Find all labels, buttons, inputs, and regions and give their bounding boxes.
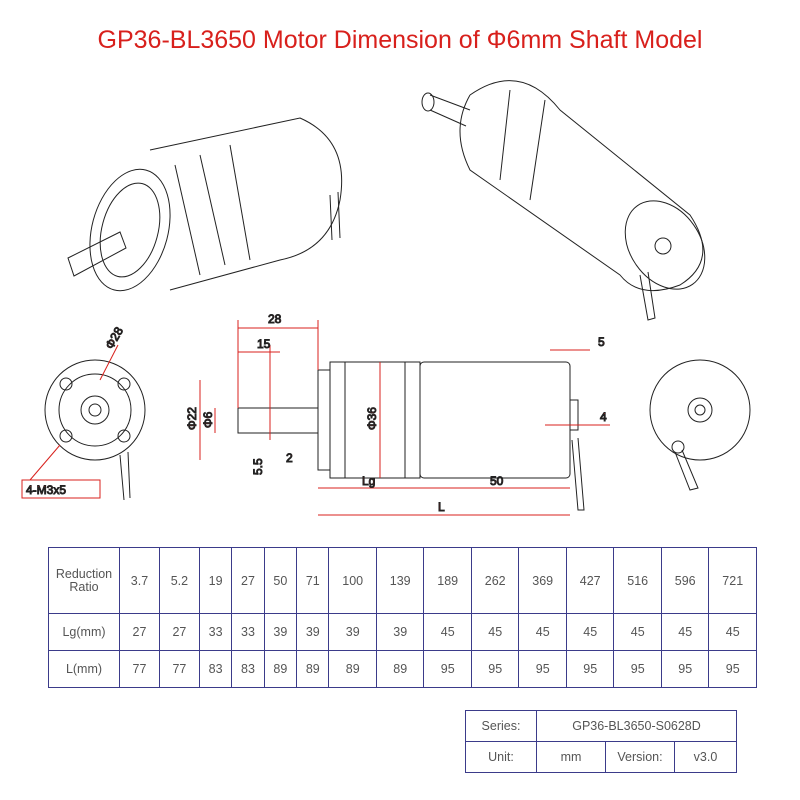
cell: 95 — [660, 650, 710, 688]
version-label: Version: — [605, 741, 675, 773]
dim-15: 15 — [257, 337, 271, 351]
unit-label: Unit: — [465, 741, 537, 773]
page-title: GP36-BL3650 Motor Dimension of Φ6mm Shaf… — [97, 26, 703, 54]
cell: 83 — [198, 650, 233, 688]
dim-5: 5 — [598, 335, 605, 349]
dim-22: Φ22 — [185, 407, 199, 430]
row-header-ratio: Reduction Ratio — [48, 546, 120, 615]
front-view — [21, 344, 146, 501]
cell: 45 — [660, 613, 710, 652]
rear-view — [649, 359, 751, 491]
cell: 721 — [708, 546, 757, 615]
dim-50: 50 — [490, 474, 504, 488]
cell: 95 — [708, 650, 757, 688]
cell: 139 — [375, 546, 425, 615]
cell: 39 — [328, 613, 377, 652]
cell: 45 — [708, 613, 757, 652]
cell: 95 — [423, 650, 472, 688]
cell: 39 — [375, 613, 425, 652]
dim-l: L — [438, 500, 445, 514]
cell: 427 — [565, 546, 615, 615]
cell: 369 — [518, 546, 567, 615]
version-value: v3.0 — [674, 741, 737, 773]
series-value: GP36-BL3650-S0628D — [536, 710, 737, 742]
cell: 596 — [660, 546, 710, 615]
row-header-l: L(mm) — [48, 650, 120, 688]
cell: 77 — [158, 650, 200, 688]
title-block: Series: GP36-BL3650-S0628D Unit: mm Vers… — [465, 710, 737, 773]
cell: 95 — [613, 650, 662, 688]
cell: 27 — [158, 613, 200, 652]
iso-view-front — [67, 117, 343, 292]
iso-view-rear — [421, 80, 706, 321]
cell: 19 — [198, 546, 233, 615]
cell: 39 — [296, 613, 330, 652]
cell: 45 — [565, 613, 615, 652]
dim-36: Φ36 — [365, 407, 379, 430]
dim-5-5: 5.5 — [251, 458, 265, 475]
dim-lg: Lg — [362, 474, 375, 488]
cell: 189 — [423, 546, 472, 615]
cell: 95 — [565, 650, 615, 688]
cell: 71 — [296, 546, 330, 615]
cell: 3.7 — [119, 546, 160, 615]
row-header-lg: Lg(mm) — [48, 613, 120, 652]
cell: 39 — [263, 613, 298, 652]
side-dimension-lines — [199, 320, 610, 516]
cell: 5.2 — [158, 546, 200, 615]
dim-6: Φ6 — [201, 411, 215, 428]
cell: 45 — [518, 613, 567, 652]
side-view — [237, 361, 585, 511]
cell: 83 — [231, 650, 265, 688]
cell: 33 — [198, 613, 233, 652]
dim-4: 4 — [600, 410, 607, 424]
unit-value: mm — [536, 741, 606, 773]
motor-drawing: Φ28 4-M3x5 28 15 Φ22 Φ6 Φ36 5.5 2 Lg 50 … — [21, 80, 751, 516]
cell: 89 — [328, 650, 377, 688]
dim-front-pcd: Φ28 — [102, 324, 126, 351]
dim-28: 28 — [268, 312, 282, 326]
cell: 50 — [263, 546, 298, 615]
cell: 27 — [231, 546, 265, 615]
cell: 516 — [613, 546, 662, 615]
cell: 27 — [119, 613, 160, 652]
cell: 89 — [296, 650, 330, 688]
cell: 89 — [375, 650, 425, 688]
cell: 95 — [470, 650, 520, 688]
cell: 45 — [423, 613, 472, 652]
cell: 95 — [518, 650, 567, 688]
cell: 45 — [470, 613, 520, 652]
cell: 262 — [470, 546, 520, 615]
dim-2: 2 — [286, 451, 293, 465]
cell: 33 — [231, 613, 265, 652]
cell: 100 — [328, 546, 377, 615]
cell: 77 — [119, 650, 160, 688]
series-label: Series: — [465, 710, 537, 742]
cell: 89 — [263, 650, 298, 688]
dim-front-screws: 4-M3x5 — [26, 483, 66, 497]
cell: 45 — [613, 613, 662, 652]
